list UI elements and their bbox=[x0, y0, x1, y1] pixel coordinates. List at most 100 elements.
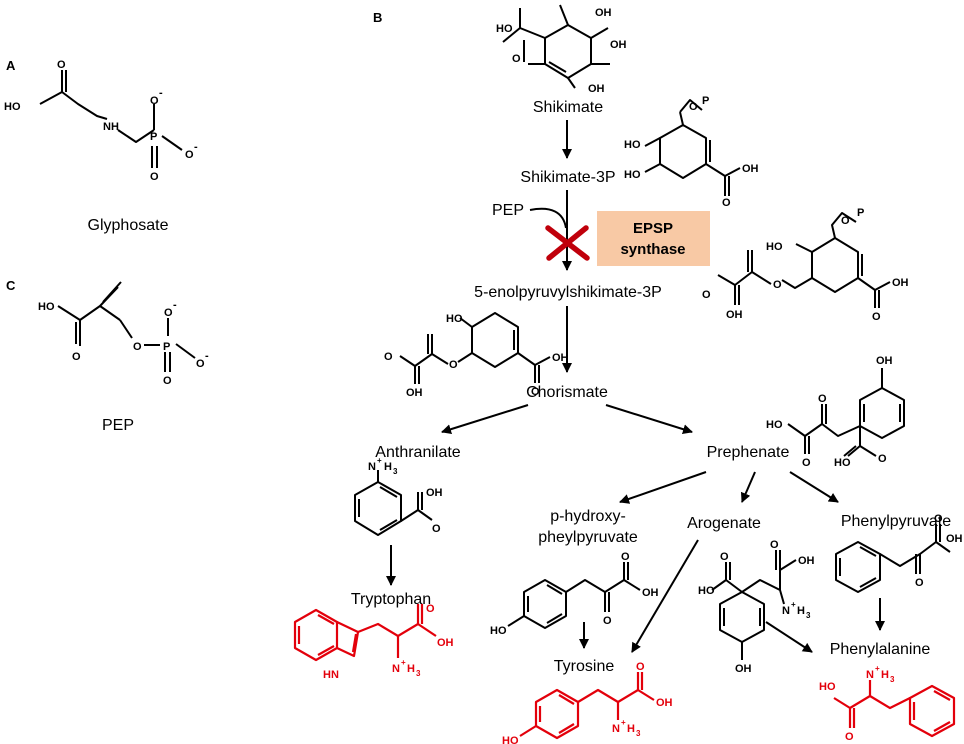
prephenate-ho: HO bbox=[766, 419, 783, 431]
chorismate-o-ether: O bbox=[449, 359, 458, 371]
prephenate-oh-right: O bbox=[878, 453, 887, 465]
chorismate-o: O bbox=[384, 351, 393, 363]
tryptophan-n: N bbox=[392, 663, 400, 675]
eps3p-o: O bbox=[702, 289, 711, 301]
s3p-oh: OH bbox=[742, 163, 759, 175]
tyrosine-h: H bbox=[627, 723, 635, 735]
prephenate-oh-top: OH bbox=[876, 355, 893, 367]
phenylpyruvate-oh: OH bbox=[946, 533, 963, 545]
arrow-prephenate-to-arogenate bbox=[740, 471, 756, 503]
anthranilate-h-sub: 3 bbox=[393, 467, 398, 476]
tryptophan-hn: HN bbox=[323, 669, 339, 681]
glyphosate-label: Glyphosate bbox=[88, 217, 169, 234]
chorismate-o-bottom: O bbox=[531, 386, 540, 398]
arogenate-h: H bbox=[797, 605, 805, 617]
glyphosate-charge-right: - bbox=[194, 141, 198, 153]
eps3p-o-ether: O bbox=[773, 279, 782, 291]
shikimate-3p-structure: O P HO HO OH O bbox=[624, 95, 759, 209]
tyrosine-oh: OH bbox=[656, 697, 673, 709]
tryptophan-h: H bbox=[407, 663, 415, 675]
tyrosine-label: Tyrosine bbox=[554, 658, 615, 675]
chorismate-label: Chorismate bbox=[526, 384, 608, 401]
glyphosate-o-top: O bbox=[150, 95, 159, 107]
glyphosate-o-bottom: O bbox=[150, 171, 159, 183]
tryptophan-charge: + bbox=[401, 658, 406, 667]
arrow-prephenate-to-phenylpyruvate bbox=[789, 471, 839, 503]
shikimate-3p-label: Shikimate-3P bbox=[520, 169, 615, 186]
epsp-synthase-line1: EPSP bbox=[633, 220, 673, 237]
s3p-o-bottom: O bbox=[722, 197, 731, 209]
pep-c-o-top: O bbox=[164, 307, 173, 319]
anthranilate-oh: OH bbox=[426, 487, 443, 499]
anthranilate-h: H bbox=[384, 461, 392, 473]
arrow-arogenate-to-phenylalanine bbox=[765, 621, 813, 653]
tryptophan-oh: OH bbox=[437, 637, 454, 649]
eps3p-structure: O P HO O O OH OH O bbox=[702, 207, 909, 323]
arogenate-label: Arogenate bbox=[687, 515, 761, 532]
phenylalanine-o: O bbox=[845, 731, 854, 743]
eps3p-oh-2: OH bbox=[892, 277, 909, 289]
phenylalanine-charge: + bbox=[875, 664, 880, 673]
chorismate-oh-1: OH bbox=[406, 387, 423, 399]
tyrosine-ho: HO bbox=[502, 735, 519, 744]
phenylalanine-h: H bbox=[881, 669, 889, 681]
s3p-ho-2: HO bbox=[624, 169, 641, 181]
pep-cosubstrate-label: PEP bbox=[492, 202, 524, 219]
pep-c-o: O bbox=[72, 351, 81, 363]
pep-c-o-bottom: O bbox=[163, 375, 172, 387]
tyrosine-n: N bbox=[612, 723, 620, 735]
eps3p-o-bottom: O bbox=[872, 311, 881, 323]
hpp-o-keto: O bbox=[603, 615, 612, 627]
tyrosine-o: O bbox=[636, 661, 645, 673]
eps3p-oh-1: OH bbox=[726, 309, 743, 321]
pep-c-ho: HO bbox=[38, 301, 55, 313]
arogenate-o: O bbox=[720, 551, 729, 563]
arogenate-oh: OH bbox=[798, 555, 815, 567]
glyphosate-nh: NH bbox=[103, 121, 119, 133]
phenylpyruvate-o-keto: O bbox=[915, 577, 924, 589]
phenylpyruvate-structure: O OH O bbox=[835, 513, 963, 593]
shikimate-oh-1: OH bbox=[595, 7, 612, 19]
tyrosine-h-sub: 3 bbox=[636, 729, 641, 738]
anthranilate-structure: N + H 3 OH O bbox=[354, 456, 443, 536]
shikimate-label: Shikimate bbox=[533, 99, 603, 116]
arrow-chorismate-to-anthranilate bbox=[441, 404, 529, 435]
tyrosine-structure: HO O OH N + H 3 bbox=[502, 661, 673, 744]
tryptophan-h-sub: 3 bbox=[416, 669, 421, 678]
glyphosate-o: O bbox=[57, 59, 66, 71]
arogenate-charge: + bbox=[791, 600, 796, 609]
arogenate-o-acid: O bbox=[770, 539, 779, 551]
tryptophan-label: Tryptophan bbox=[351, 591, 431, 608]
panel-label-a: A bbox=[6, 58, 16, 73]
glyphosate-ho: HO bbox=[4, 101, 21, 113]
hpp-o: O bbox=[621, 551, 630, 563]
shikimate-structure: HO O OH OH OH bbox=[496, 4, 627, 95]
prephenate-o: O bbox=[802, 457, 811, 469]
prephenate-label: Prephenate bbox=[707, 444, 790, 461]
eps3p-o-ring: O bbox=[841, 215, 850, 227]
s3p-ho-1: HO bbox=[624, 139, 641, 151]
chorismate-oh-2: OH bbox=[552, 352, 569, 364]
phenylalanine-h-sub: 3 bbox=[890, 675, 895, 684]
chorismate-ho: HO bbox=[446, 313, 463, 325]
inhibition-x-icon bbox=[545, 225, 590, 261]
tryptophan-o: O bbox=[426, 603, 435, 615]
arrow-prephenate-to-hpp bbox=[619, 471, 707, 504]
glyphosate-charge-top: - bbox=[159, 87, 163, 99]
arogenate-ho: HO bbox=[698, 585, 715, 597]
anthranilate-charge: + bbox=[377, 456, 382, 465]
pep-c-charge-right: - bbox=[205, 350, 209, 362]
hpp-oh: OH bbox=[642, 587, 659, 599]
shikimate-o: O bbox=[512, 53, 521, 65]
prephenate-structure: OH HO O O O HO bbox=[766, 355, 905, 469]
eps3p-ho: HO bbox=[766, 241, 783, 253]
pep-join-curve bbox=[529, 207, 567, 229]
tyrosine-charge: + bbox=[621, 718, 626, 727]
pep-structure: HO O O P O - O - O bbox=[38, 281, 209, 387]
pep-c-p: P bbox=[163, 341, 170, 353]
phenylalanine-label: Phenylalanine bbox=[830, 641, 931, 658]
arogenate-n: N bbox=[782, 605, 790, 617]
hpp-label-line1: p-hydroxy- bbox=[550, 508, 626, 525]
